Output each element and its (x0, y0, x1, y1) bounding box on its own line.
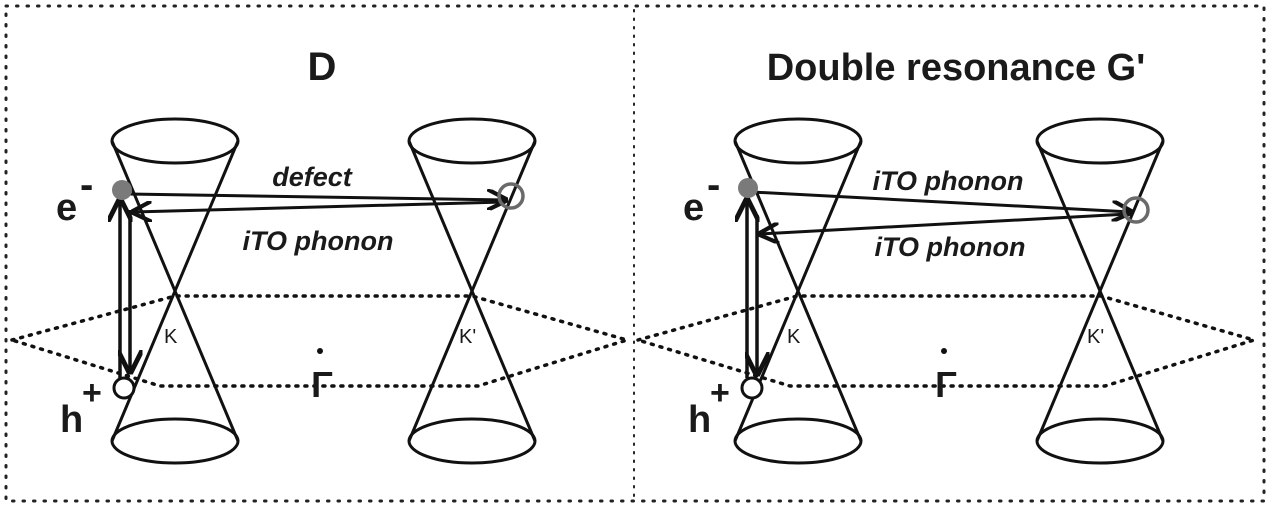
gamma-point-dot (941, 348, 947, 354)
electron-label: e (56, 187, 77, 229)
lower-arrow-label: iTO phonon (875, 232, 1026, 262)
electron-dot (738, 178, 758, 198)
brillouin-zone (5, 294, 634, 388)
upper-scattering-arrow (751, 190, 1131, 212)
lower-scattering-arrow (760, 212, 1129, 234)
hole-circle (112, 376, 136, 400)
lower-arrow-label: iTO phonon (243, 226, 394, 256)
hole-circle (740, 376, 764, 400)
gamma-label: Γ (311, 364, 333, 405)
upper-arrow-label: iTO phonon (873, 166, 1024, 196)
kprime-label: K' (459, 326, 476, 348)
kprime-label: K' (1087, 326, 1104, 348)
cone-kprime (1035, 117, 1165, 465)
panel-title: Double resonance G' (767, 47, 1146, 89)
k-label: K (164, 326, 178, 348)
outer-dotted-frame (4, 4, 1266, 503)
cone-k (733, 117, 863, 465)
cone-kprime (407, 117, 537, 465)
gamma-point-dot (317, 348, 323, 354)
hole-label: h (60, 399, 83, 441)
panel-d: D e - h + K K' (5, 45, 634, 465)
electron-label: e (683, 187, 704, 229)
k-label: K (787, 326, 801, 348)
panel-double-resonance: Double resonance G' e - h + K K' Γ iTO p… (631, 47, 1261, 465)
gamma-label: Γ (935, 364, 957, 405)
electron-dot (112, 180, 132, 200)
hole-sign: + (82, 374, 102, 412)
upper-arrow-label: defect (272, 162, 353, 192)
electron-sign: - (80, 163, 93, 207)
panel-title: D (308, 45, 337, 89)
hole-label: h (688, 399, 711, 441)
scatter-circle (1122, 196, 1150, 224)
scatter-circle (497, 182, 525, 210)
electron-sign: - (707, 163, 720, 207)
hole-sign: + (710, 374, 730, 412)
upper-scattering-arrow (127, 194, 506, 200)
lower-scattering-arrow (133, 200, 505, 212)
